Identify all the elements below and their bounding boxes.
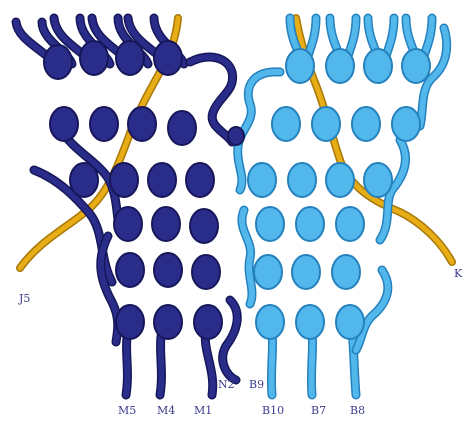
light-knot-2 (326, 49, 354, 83)
dark-knot-16 (116, 253, 144, 287)
label-left-edge: J5 (19, 293, 30, 305)
label-bottom-4: B10 (262, 405, 284, 417)
light-knot-7 (352, 107, 380, 141)
light-knot-1 (286, 49, 314, 83)
light-knot-9 (248, 163, 276, 197)
dark-knot-21 (194, 305, 222, 339)
light-knot-10 (288, 163, 316, 197)
light-knot-21 (336, 305, 364, 339)
light-knot-12 (364, 163, 392, 197)
light-knot-4 (402, 49, 430, 83)
label-bottom-2: M4 (157, 405, 175, 417)
light-knot-8 (392, 107, 420, 141)
dark-knot-13 (114, 207, 142, 241)
light-knot-19 (256, 305, 284, 339)
dark-strand-center-tail (223, 300, 238, 380)
dark-strand-lower-left (101, 236, 118, 342)
light-knot-15 (336, 207, 364, 241)
dark-knot-11 (148, 163, 176, 197)
light-strand-center-lower (242, 210, 252, 304)
light-knot-group (248, 49, 430, 339)
light-knot-20 (296, 305, 324, 339)
dark-knot-9 (70, 163, 98, 197)
dark-knot-2 (80, 41, 108, 75)
dark-knot-14 (152, 207, 180, 241)
dark-knot-4 (154, 41, 182, 75)
dark-knot-group (44, 41, 244, 339)
label-bottom-1: M5 (118, 405, 136, 417)
dark-knot-small (228, 127, 244, 145)
light-knot-5 (272, 107, 300, 141)
light-knot-14 (296, 207, 324, 241)
dark-knot-19 (116, 305, 144, 339)
dark-knot-18 (192, 255, 220, 289)
dark-knot-8 (168, 111, 196, 145)
dark-strand-bottom-1 (160, 330, 162, 395)
label-right-edge: K (454, 268, 462, 280)
light-knot-17 (292, 255, 320, 289)
light-knot-13 (256, 207, 284, 241)
label-bottom-3: M1 (194, 405, 212, 417)
label-center-right: B9 (249, 379, 264, 391)
light-knot-3 (364, 49, 392, 83)
dark-knot-7 (128, 107, 156, 141)
light-knot-6 (312, 107, 340, 141)
dark-knot-3 (116, 41, 144, 75)
dark-knot-6 (90, 107, 118, 141)
light-knot-16 (254, 255, 282, 289)
dark-knot-1 (44, 45, 72, 79)
dark-knot-12 (186, 163, 214, 197)
dark-knot-10 (110, 163, 138, 197)
light-knot-18 (332, 255, 360, 289)
label-bottom-5: B7 (311, 405, 326, 417)
label-bottom-6: B8 (350, 405, 365, 417)
dark-knot-15 (190, 209, 218, 243)
dark-knot-17 (154, 253, 182, 287)
light-knot-11 (326, 163, 354, 197)
dark-knot-5 (50, 107, 78, 141)
label-center-left: N2 (218, 379, 235, 391)
dark-knot-20 (154, 305, 182, 339)
